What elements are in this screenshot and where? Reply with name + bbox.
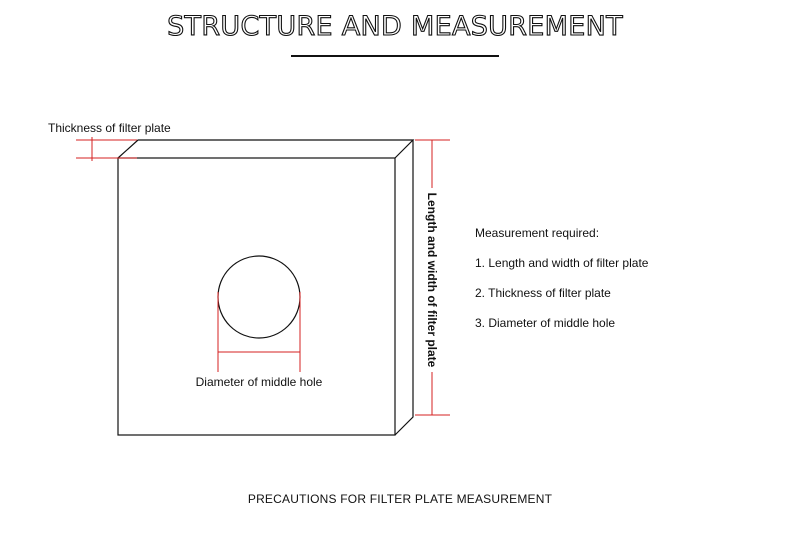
footer-caption: PRECAUTIONS FOR FILTER PLATE MEASUREMENT [247,492,553,506]
title-underline [291,55,499,57]
plate-front-face [117,157,396,436]
thickness-dimension [76,137,137,161]
thickness-label: Thickness of filter plate [48,121,171,135]
diameter-dimension [217,292,301,372]
plate-side-edge [394,140,414,436]
notes-item: 2. Thickness of filter plate [475,286,611,300]
middle-hole [217,255,301,339]
plate-top-edge [117,139,415,159]
filter-plate [117,139,415,436]
length-width-label: Length and width of filter plate [425,193,439,368]
notes-item: 3. Diameter of middle hole [475,316,616,330]
diameter-label: Diameter of middle hole [196,375,323,389]
notes-item: 1. Length and width of filter plate [475,256,649,270]
page-title: STRUCTURE AND MEASUREMENT [167,10,624,42]
notes-heading: Measurement required: [475,226,600,240]
length-width-dimension [415,139,450,416]
